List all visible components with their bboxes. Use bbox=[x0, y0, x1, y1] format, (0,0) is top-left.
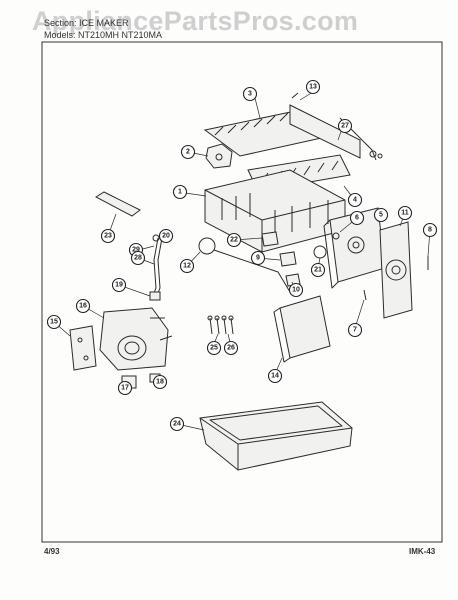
svg-text:8: 8 bbox=[428, 227, 432, 234]
svg-text:10: 10 bbox=[292, 287, 300, 294]
models-header: Models: NT210MH NT210MA bbox=[44, 30, 163, 40]
svg-text:29: 29 bbox=[132, 247, 140, 254]
part-screws bbox=[207, 315, 234, 335]
callout-26: 26 bbox=[223, 340, 239, 356]
svg-text:9: 9 bbox=[256, 255, 260, 262]
part-water-valve bbox=[99, 307, 173, 371]
part-fill-cup bbox=[94, 191, 141, 217]
part-fill-tube bbox=[149, 234, 163, 301]
watermark: AppliancePartsPros.com bbox=[32, 6, 359, 36]
callout-22: 22 bbox=[226, 232, 242, 248]
callout-19: 19 bbox=[111, 277, 127, 293]
part-motor-plate bbox=[379, 221, 413, 319]
svg-text:2: 2 bbox=[186, 149, 190, 156]
part-cover-bracket bbox=[289, 92, 383, 161]
callout-12: 12 bbox=[179, 258, 195, 274]
callout-24: 24 bbox=[169, 416, 185, 432]
callout-10: 10 bbox=[288, 282, 304, 298]
callout-6: 6 bbox=[349, 210, 365, 226]
callout-18: 18 bbox=[152, 374, 168, 390]
callout-23: 23 bbox=[100, 228, 116, 244]
svg-text:11: 11 bbox=[401, 210, 409, 217]
svg-text:24: 24 bbox=[173, 421, 181, 428]
callout-13: 13 bbox=[305, 79, 321, 95]
footer-page-code: IMK-43 bbox=[409, 547, 436, 556]
svg-text:13: 13 bbox=[309, 84, 317, 91]
svg-text:4: 4 bbox=[353, 197, 357, 204]
callout-15: 15 bbox=[46, 314, 62, 330]
section-header: Section: ICE MAKER bbox=[44, 18, 129, 28]
callout-7: 7 bbox=[347, 322, 363, 338]
svg-text:16: 16 bbox=[79, 303, 87, 310]
svg-text:6: 6 bbox=[355, 215, 359, 222]
svg-text:12: 12 bbox=[183, 263, 191, 270]
part-ice-bucket bbox=[199, 401, 353, 471]
part-misc-small bbox=[332, 232, 429, 301]
callout-5: 5 bbox=[373, 207, 389, 223]
part-stripper-clip bbox=[205, 143, 233, 169]
svg-text:22: 22 bbox=[230, 237, 238, 244]
svg-text:19: 19 bbox=[115, 282, 123, 289]
callout-14: 14 bbox=[267, 368, 283, 384]
svg-text:26: 26 bbox=[227, 345, 235, 352]
callout-1: 1 bbox=[172, 184, 188, 200]
callout-16: 16 bbox=[75, 298, 91, 314]
diagram-frame bbox=[41, 41, 443, 543]
callout-2: 2 bbox=[180, 144, 196, 160]
svg-text:20: 20 bbox=[162, 233, 170, 240]
svg-text:3: 3 bbox=[248, 91, 252, 98]
svg-text:23: 23 bbox=[104, 233, 112, 240]
svg-text:28: 28 bbox=[134, 255, 142, 262]
part-valve-bracket bbox=[69, 325, 97, 371]
svg-text:7: 7 bbox=[353, 327, 357, 334]
svg-text:21: 21 bbox=[314, 267, 322, 274]
footer-date: 4/93 bbox=[44, 547, 60, 556]
callout-8: 8 bbox=[422, 222, 438, 238]
svg-text:27: 27 bbox=[341, 123, 349, 130]
callout-17: 17 bbox=[117, 380, 133, 396]
svg-text:1: 1 bbox=[178, 189, 182, 196]
svg-text:17: 17 bbox=[121, 385, 129, 392]
svg-text:5: 5 bbox=[379, 212, 383, 219]
callout-28: 28 bbox=[130, 250, 146, 266]
part-cover bbox=[273, 295, 331, 363]
callout-3: 3 bbox=[242, 86, 258, 102]
callout-11: 11 bbox=[397, 205, 413, 221]
svg-text:25: 25 bbox=[210, 345, 218, 352]
callout-21: 21 bbox=[310, 262, 326, 278]
svg-text:18: 18 bbox=[156, 379, 164, 386]
callout-27: 27 bbox=[337, 118, 353, 134]
callout-20: 20 bbox=[158, 228, 174, 244]
callout-25: 25 bbox=[206, 340, 222, 356]
callout-9: 9 bbox=[250, 250, 266, 266]
part-control-housing bbox=[323, 207, 386, 289]
svg-text:15: 15 bbox=[50, 319, 58, 326]
callout-4: 4 bbox=[347, 192, 363, 208]
svg-text:14: 14 bbox=[271, 373, 279, 380]
